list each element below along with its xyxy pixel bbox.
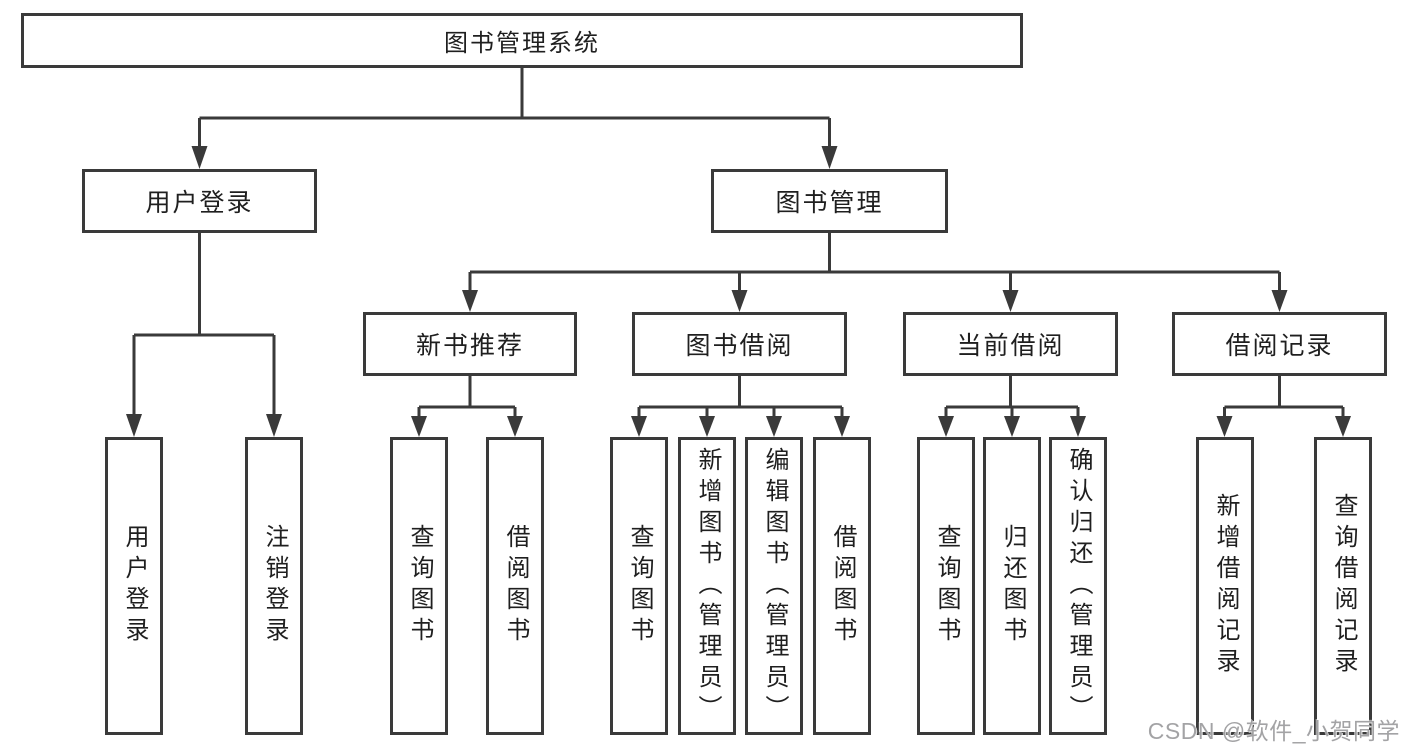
node-book-management: 图书管理 — [711, 169, 948, 233]
leaf-user-login: 用户登录 — [105, 437, 163, 735]
leaf-label: 查询图书 — [626, 524, 653, 648]
leaf-label: 借阅图书 — [502, 524, 529, 648]
node-library-management-system: 图书管理系统 — [21, 13, 1023, 68]
leaf-borrow-book-1: 借阅图书 — [486, 437, 544, 735]
leaf-borrow-book-2: 借阅图书 — [813, 437, 871, 735]
leaf-query-book-3: 查询图书 — [917, 437, 975, 735]
leaf-confirm-return-admin: 确认归还（管理员） — [1049, 437, 1107, 735]
leaf-edit-book-admin: 编辑图书（管理员） — [745, 437, 803, 735]
leaf-label: 用户登录 — [121, 524, 148, 648]
leaf-label: 注销登录 — [261, 524, 288, 648]
watermark: CSDN @软件_小贺同学 — [1147, 718, 1400, 744]
leaf-label: 借阅图书 — [829, 524, 856, 648]
leaf-query-book-2: 查询图书 — [610, 437, 668, 735]
leaf-query-borrow-record: 查询借阅记录 — [1314, 437, 1372, 735]
leaf-label: 编辑图书（管理员） — [761, 446, 788, 726]
leaf-label: 新增图书（管理员） — [694, 446, 721, 726]
leaf-logout: 注销登录 — [245, 437, 303, 735]
leaf-label: 归还图书 — [999, 524, 1026, 648]
node-new-book-recommend: 新书推荐 — [363, 312, 577, 376]
leaf-label: 确认归还（管理员） — [1065, 446, 1092, 726]
leaf-label: 查询图书 — [933, 524, 960, 648]
leaf-label: 查询借阅记录 — [1330, 493, 1357, 679]
node-book-borrow: 图书借阅 — [632, 312, 847, 376]
leaf-label: 查询图书 — [406, 524, 433, 648]
node-user-login: 用户登录 — [82, 169, 317, 233]
leaf-return-book: 归还图书 — [983, 437, 1041, 735]
node-borrow-record: 借阅记录 — [1172, 312, 1387, 376]
node-current-borrow: 当前借阅 — [903, 312, 1118, 376]
leaf-add-borrow-record: 新增借阅记录 — [1196, 437, 1254, 735]
leaf-label: 新增借阅记录 — [1212, 493, 1239, 679]
leaf-add-book-admin: 新增图书（管理员） — [678, 437, 736, 735]
leaf-query-book-1: 查询图书 — [390, 437, 448, 735]
